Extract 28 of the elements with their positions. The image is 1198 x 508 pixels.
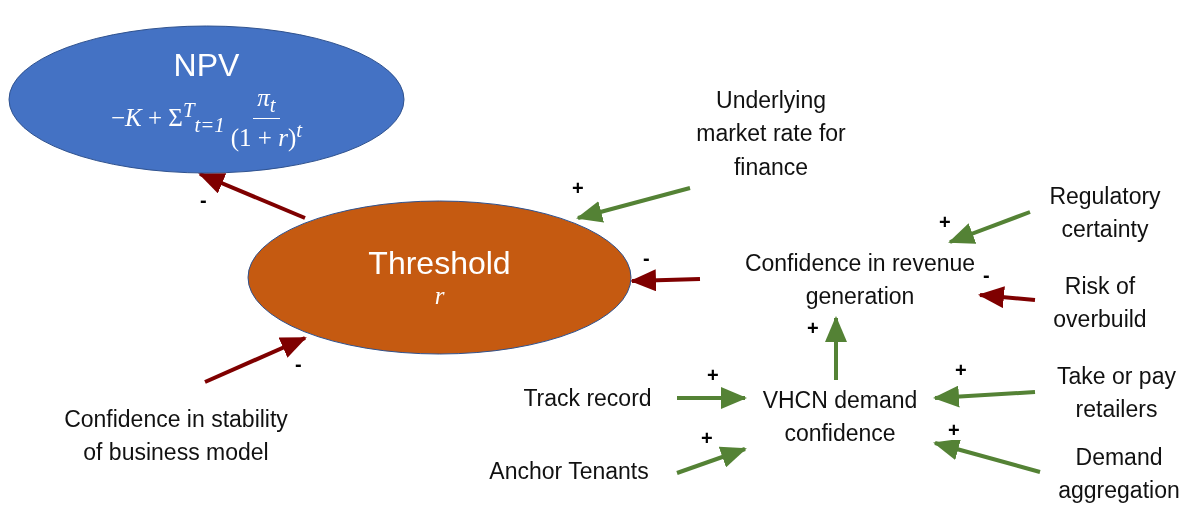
- arrow: [676, 446, 747, 475]
- factor-label: Underlying market rate for finance: [695, 86, 847, 182]
- arrow: [677, 387, 747, 409]
- node-title: NPV: [173, 45, 240, 85]
- ellipse-node: [8, 25, 405, 174]
- factor-label: Risk of overbuild: [1052, 271, 1148, 334]
- arrow: [948, 210, 1031, 244]
- factor-label: Demand aggregation: [1057, 442, 1181, 505]
- factor-label: Track record: [523, 384, 652, 414]
- factor-label: Take or pay retailers: [1056, 361, 1177, 424]
- formula-denominator: (1 + r)$^{t}$: [230, 119, 303, 154]
- factor-label: Anchor Tenants: [489, 457, 649, 487]
- arrow: [933, 438, 1041, 474]
- formula-numerator: π$_{t}$: [253, 84, 280, 120]
- factor-label: Confidence in revenue generation: [743, 248, 977, 311]
- factor-label: Confidence in stability of business model: [63, 404, 289, 467]
- arrow: [204, 336, 307, 384]
- arrow: [933, 385, 1036, 408]
- ellipse-node: [247, 200, 632, 355]
- arrow: [576, 186, 691, 223]
- node-title: Threshold: [368, 243, 511, 283]
- arrow: [630, 269, 701, 292]
- factor-label: VHCN demand confidence: [761, 385, 919, 448]
- arrow: [825, 316, 847, 380]
- arrow: [978, 286, 1036, 309]
- math-symbol: r: [434, 282, 445, 312]
- factor-label: Regulatory certainty: [1048, 181, 1162, 244]
- arrow: [198, 172, 306, 220]
